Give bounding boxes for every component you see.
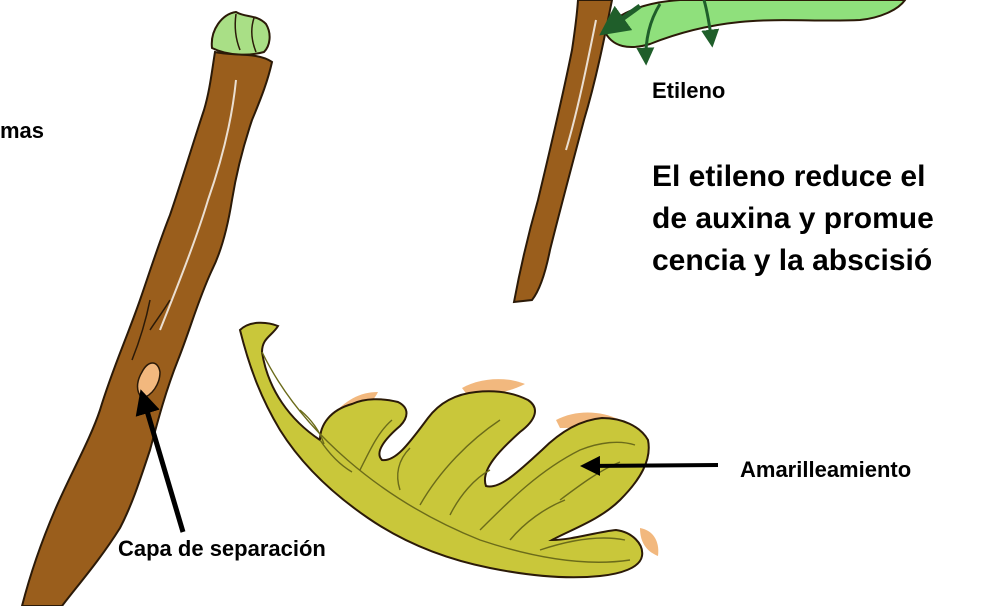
main-explanation: El etileno reduce el de auxina y promue … (652, 156, 934, 282)
separation-layer-label: Capa de separación (118, 536, 326, 562)
main-line-2: de auxina y promue (652, 198, 934, 240)
young-leaf (604, 0, 905, 47)
buds-label: mas (0, 118, 44, 144)
main-line-1: El etileno reduce el (652, 156, 934, 198)
terminal-bud (212, 12, 270, 55)
upper-stem (514, 0, 612, 302)
left-stem (22, 52, 272, 606)
yellowing-pointer (584, 465, 718, 466)
main-line-3: cencia y la abscisió (652, 240, 934, 282)
yellowing-label: Amarilleamiento (740, 457, 911, 483)
ethylene-label: Etileno (652, 78, 725, 104)
separation-layer-pointer (142, 394, 183, 532)
